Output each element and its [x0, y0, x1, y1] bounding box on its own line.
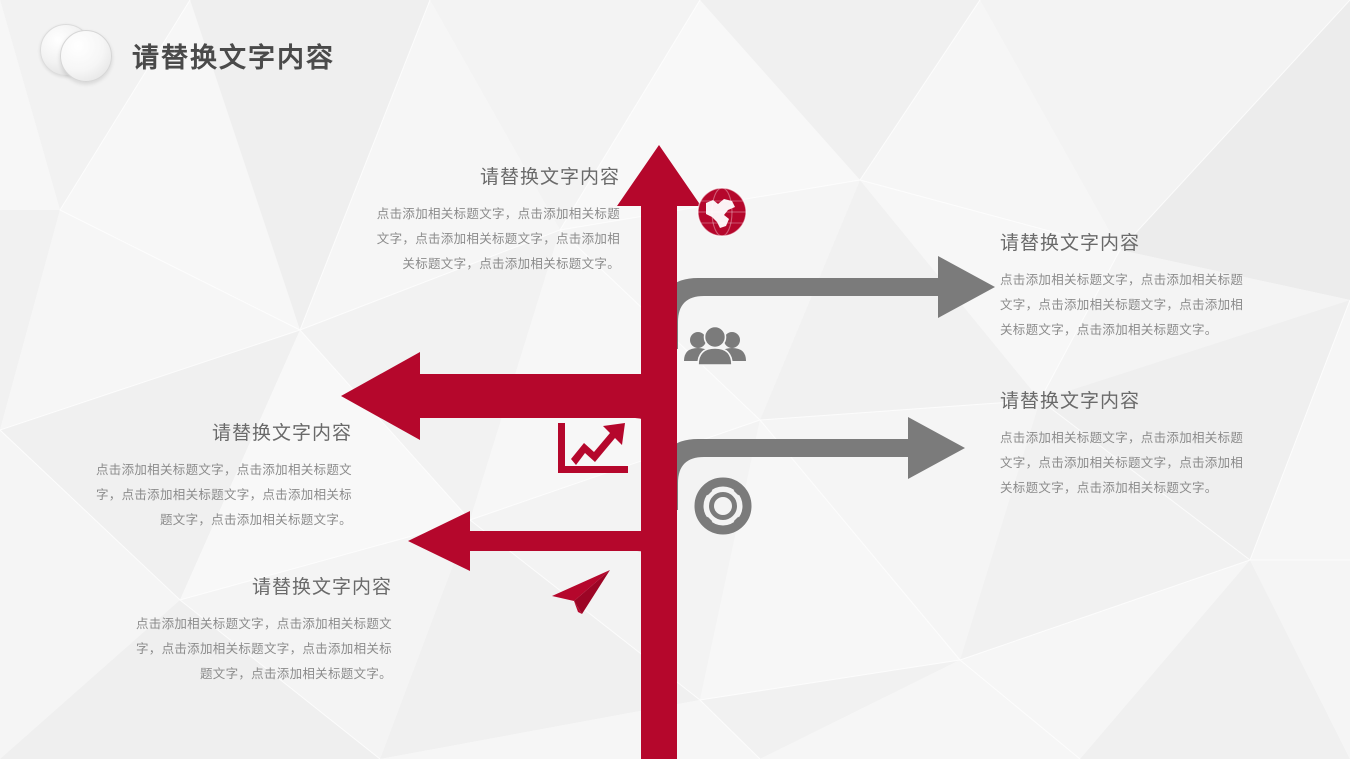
text-block-top-body: 点击添加相关标题文字，点击添加相关标题文字，点击添加相关标题文字，点击添加相关标… [376, 207, 620, 271]
paper-plane-icon [552, 570, 610, 614]
circle-front-icon [60, 30, 112, 82]
text-block-right-lower: 请替换文字内容 点击添加相关标题文字，点击添加相关标题文字，点击添加相关标题文字… [1000, 386, 1250, 501]
text-block-top-heading: 请替换文字内容 [479, 167, 620, 188]
users-icon [684, 325, 746, 366]
lifebuoy-icon [694, 477, 752, 535]
text-block-right-lower-heading: 请替换文字内容 [1000, 391, 1141, 412]
text-block-left-lower-body: 点击添加相关标题文字，点击添加相关标题文字，点击添加相关标题文字，点击添加相关标… [135, 617, 392, 681]
arrow-branch-right-upper [660, 256, 995, 349]
text-block-left-lower: 请替换文字内容 点击添加相关标题文字，点击添加相关标题文字，点击添加相关标题文字… [130, 572, 392, 687]
arrow-branch-left-upper [341, 352, 677, 440]
text-block-right-upper-heading: 请替换文字内容 [1000, 233, 1141, 254]
text-block-left-upper: 请替换文字内容 点击添加相关标题文字，点击添加相关标题文字，点击添加相关标题文字… [90, 418, 352, 533]
slide-header: 请替换文字内容 [0, 0, 335, 110]
text-block-left-upper-body: 点击添加相关标题文字，点击添加相关标题文字，点击添加相关标题文字，点击添加相关标… [95, 463, 352, 527]
header-circles-decoration [40, 24, 118, 86]
page-title: 请替换文字内容 [132, 42, 335, 73]
text-block-right-upper-body: 点击添加相关标题文字，点击添加相关标题文字，点击添加相关标题文字，点击添加相关标… [1000, 273, 1244, 337]
globe-icon [697, 187, 747, 237]
text-block-right-lower-body: 点击添加相关标题文字，点击添加相关标题文字，点击添加相关标题文字，点击添加相关标… [1000, 431, 1244, 495]
growth-chart-icon [558, 423, 628, 473]
arrow-up-main [617, 145, 701, 759]
text-block-right-upper: 请替换文字内容 点击添加相关标题文字，点击添加相关标题文字，点击添加相关标题文字… [1000, 228, 1250, 343]
text-block-left-upper-heading: 请替换文字内容 [211, 423, 352, 444]
text-block-top: 请替换文字内容 点击添加相关标题文字，点击添加相关标题文字，点击添加相关标题文字… [368, 162, 620, 277]
arrow-branch-right-lower [660, 417, 965, 510]
text-block-left-lower-heading: 请替换文字内容 [251, 577, 392, 598]
arrow-branch-left-lower [408, 511, 677, 596]
